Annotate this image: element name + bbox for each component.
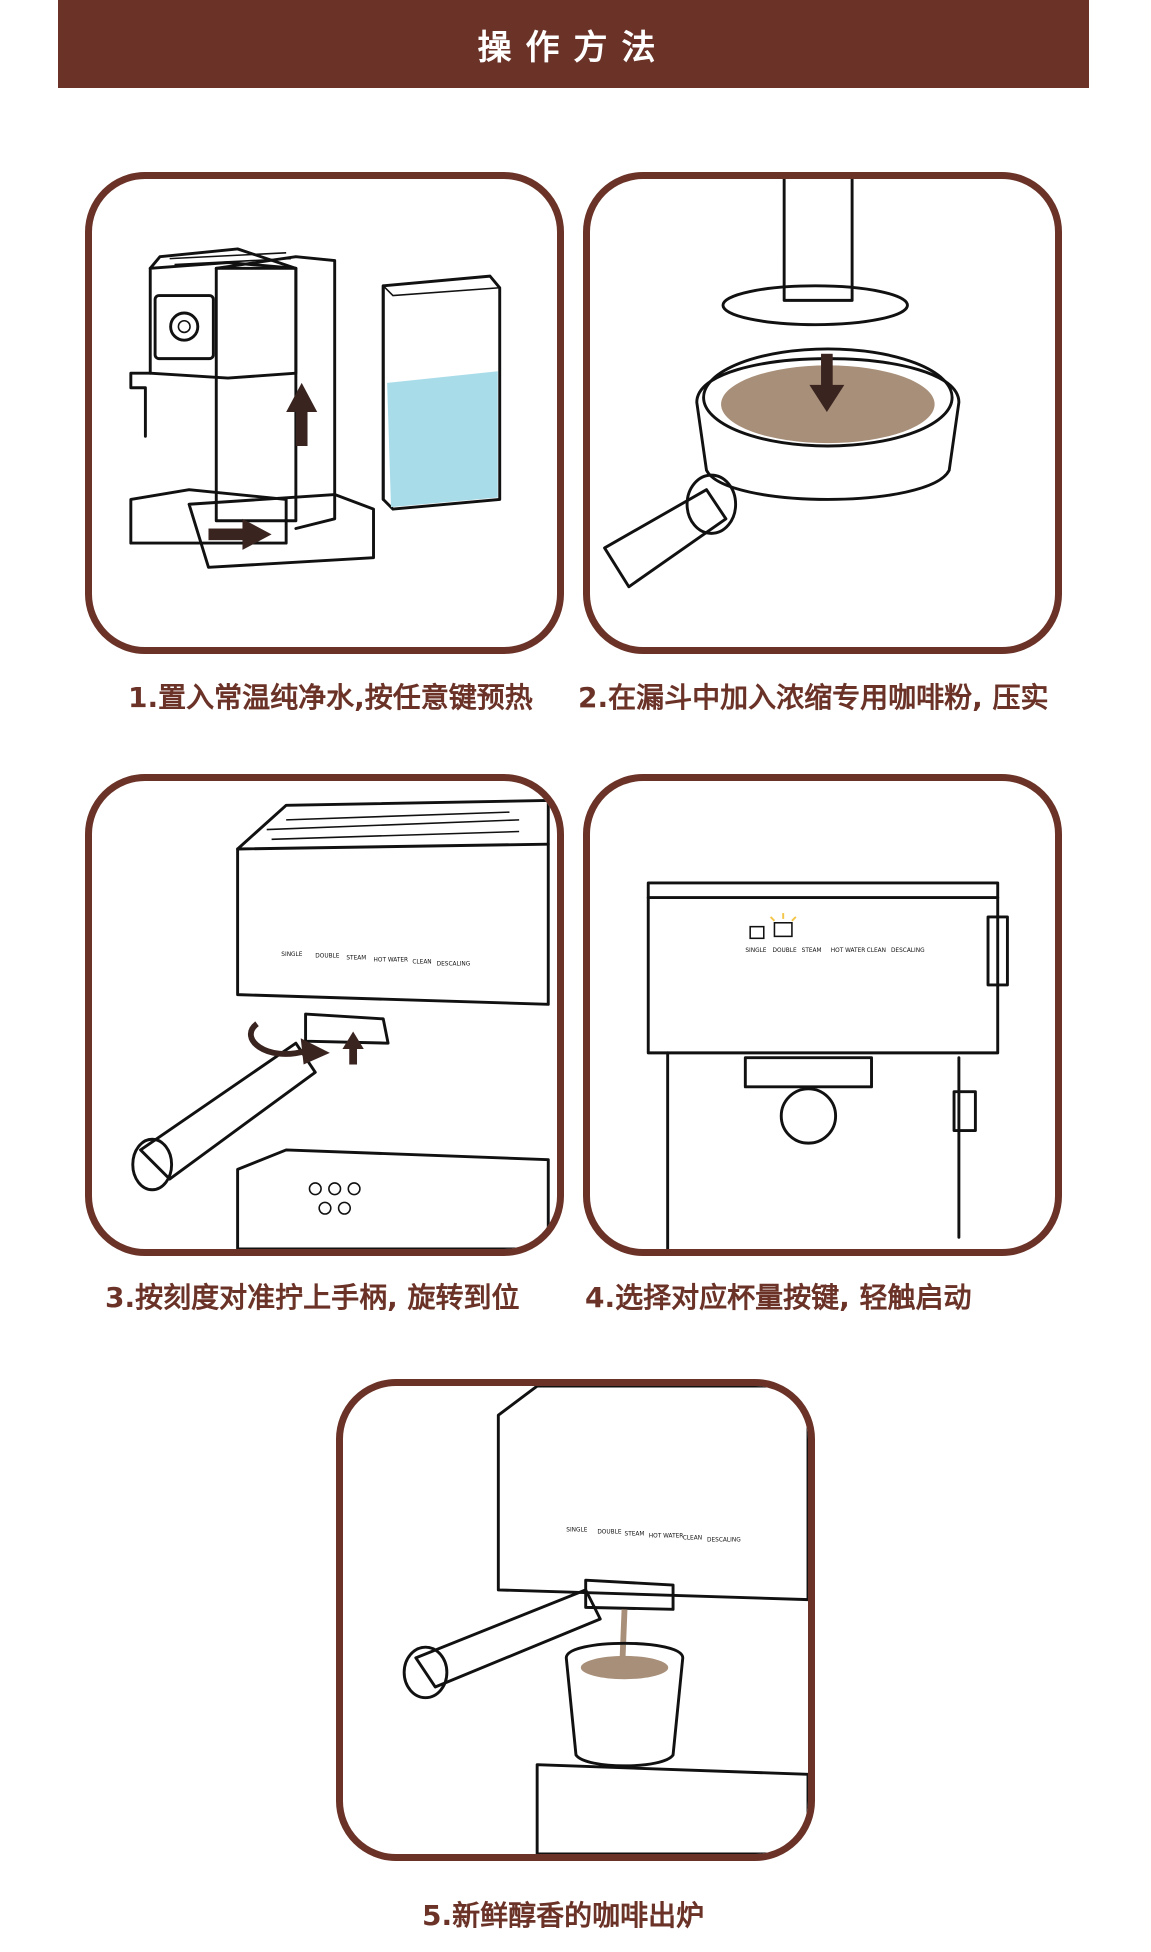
svg-text:HOT WATER: HOT WATER (374, 958, 409, 964)
svg-text:SINGLE: SINGLE (566, 1528, 587, 1534)
page-title: 操作方法 (477, 27, 670, 68)
svg-text:STEAM: STEAM (625, 1532, 645, 1538)
rotate-arrow-icon (248, 1021, 364, 1065)
step-3-caption: 3.按刻度对准拧上手柄, 旋转到位 (105, 1281, 520, 1314)
svg-text:STEAM: STEAM (802, 948, 822, 954)
svg-text:CLEAN: CLEAN (867, 948, 886, 954)
svg-text:DOUBLE: DOUBLE (597, 1530, 622, 1536)
step-2-caption: 2.在漏斗中加入浓缩专用咖啡粉, 压实 (578, 681, 1049, 714)
arrow-down-icon (809, 353, 845, 413)
svg-text:DESCALING: DESCALING (437, 961, 471, 967)
step-4-caption: 4.选择对应杯量按键, 轻触启动 (585, 1281, 972, 1314)
svg-text:CLEAN: CLEAN (412, 960, 431, 966)
step-5-illustration: SINGLE DOUBLE STEAM HOT WATER CLEAN DESC… (336, 1379, 815, 1861)
svg-text:HOT WATER: HOT WATER (649, 1533, 684, 1539)
svg-text:DOUBLE: DOUBLE (315, 954, 340, 960)
step-1-illustration (85, 172, 564, 654)
step-3-illustration: SINGLE DOUBLE STEAM HOT WATER CLEAN DESC… (85, 774, 564, 1256)
svg-text:STEAM: STEAM (346, 956, 366, 962)
arrow-up-icon (286, 382, 318, 447)
step-1-caption: 1.置入常温纯净水,按任意键预热 (128, 681, 533, 714)
arrow-right-icon (208, 518, 272, 550)
svg-text:CLEAN: CLEAN (683, 1535, 702, 1541)
step-2-illustration (583, 172, 1062, 654)
svg-text:HOT WATER: HOT WATER (831, 948, 866, 954)
header-banner: 操作方法 (58, 0, 1089, 88)
svg-text:DOUBLE: DOUBLE (773, 948, 798, 954)
svg-text:SINGLE: SINGLE (745, 948, 766, 954)
svg-text:SINGLE: SINGLE (281, 952, 302, 958)
step-4-illustration: SINGLE DOUBLE STEAM HOT WATER CLEAN DESC… (583, 774, 1062, 1256)
svg-text:DESCALING: DESCALING (707, 1537, 741, 1543)
step-5-caption: 5.新鲜醇香的咖啡出炉 (422, 1899, 705, 1932)
cup-icon (749, 913, 797, 940)
svg-text:DESCALING: DESCALING (891, 948, 925, 954)
